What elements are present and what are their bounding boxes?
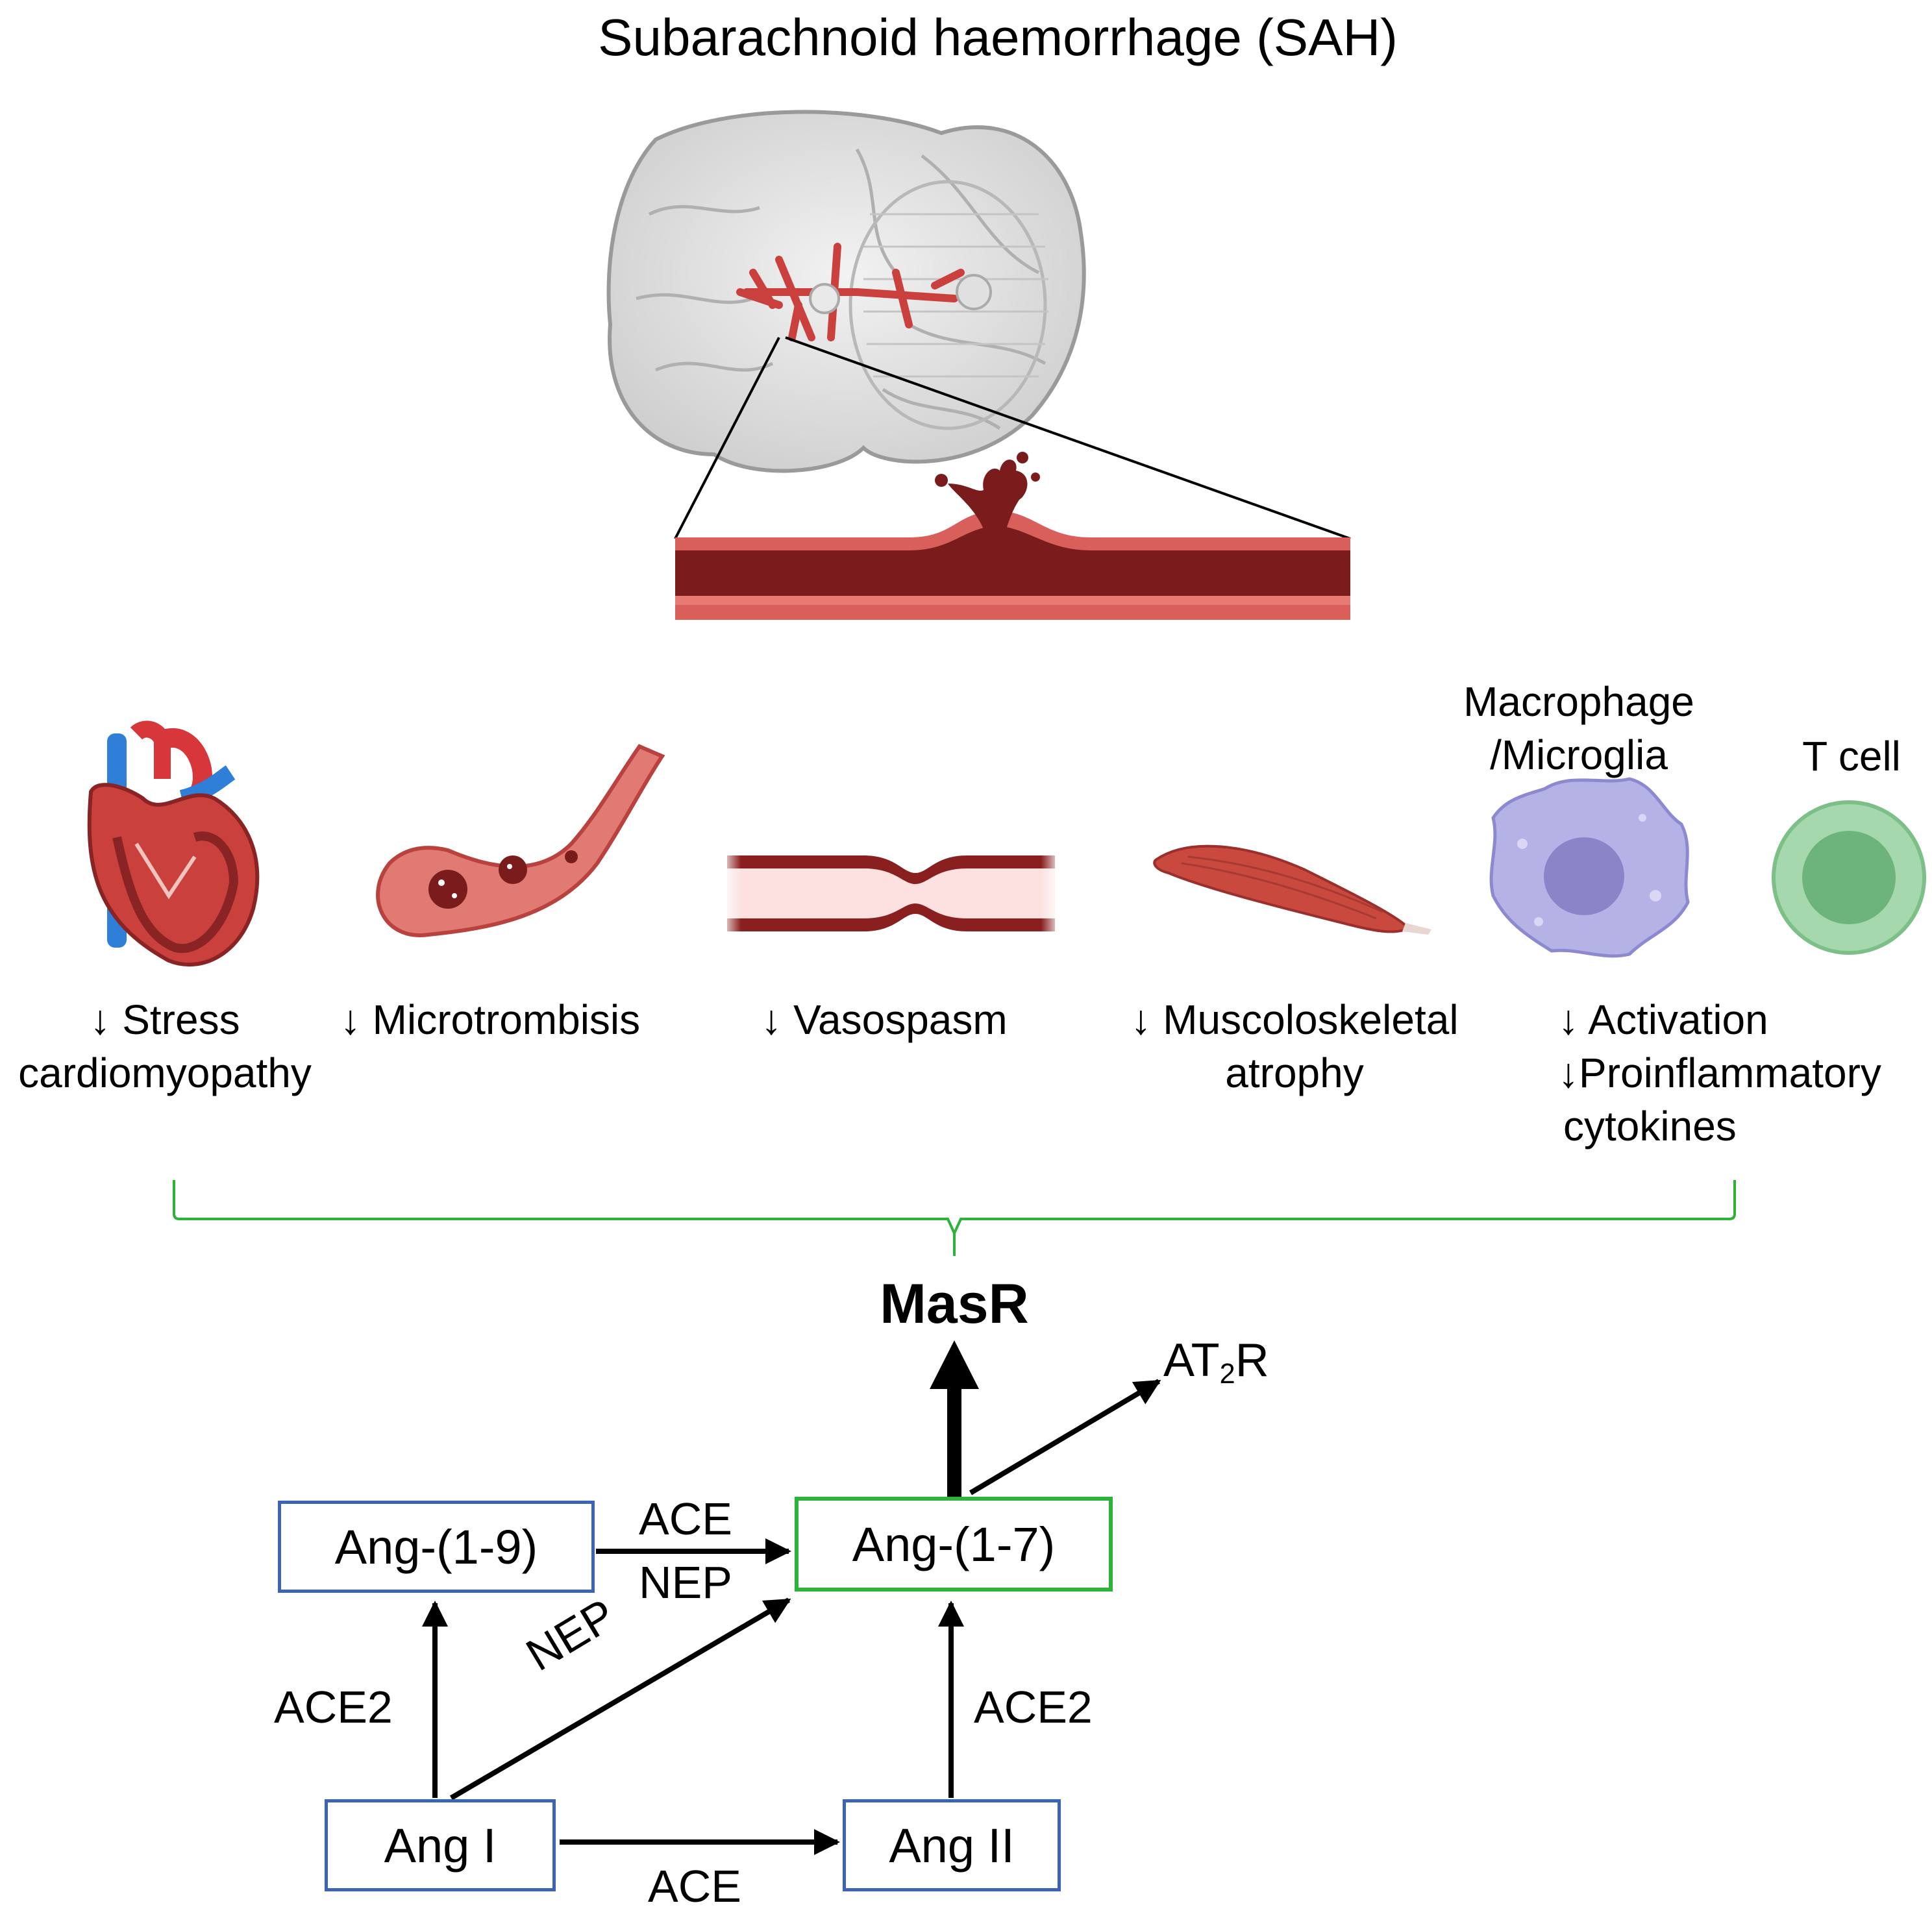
macrophage-label: Macrophage /Microglia [1463, 675, 1694, 781]
tcell-label: T cell [1802, 733, 1901, 780]
at2r-end: R [1235, 1334, 1269, 1386]
effect-label-line: ↓ Muscoloskeletal [1130, 996, 1459, 1043]
effect-label-line: atrophy [1225, 1050, 1364, 1096]
effect-label-line: ↓ Vasospasm [761, 996, 1008, 1043]
effect-muscoloskeletal-atrophy: ↓ Muscoloskeletal atrophy [1130, 993, 1458, 1100]
diagram-title: Subarachnoid haemorrhage (SAH) [598, 8, 1398, 66]
macrophage-illustration [1489, 777, 1690, 958]
arrow-to-masr-head [930, 1340, 979, 1389]
enzyme-ace2-right: ACE2 [974, 1682, 1093, 1732]
at2r-label: AT2R [1163, 1334, 1269, 1390]
effect-immune-activation: ↓ Activation ↓Proinflammatory cytokines [1558, 993, 1881, 1153]
node-ang-i: Ang I [325, 1799, 556, 1891]
microthrombi-vessel-illustration [376, 744, 665, 937]
node-ang-ii: Ang II [843, 1799, 1061, 1891]
heart-illustration [87, 720, 260, 967]
tcell-illustration [1772, 800, 1926, 955]
effect-label-line: ↓Proinflammatory [1558, 1050, 1881, 1096]
macrophage-label-line: Macrophage [1463, 678, 1694, 725]
macrophage-label-line: /Microglia [1490, 732, 1668, 778]
green-bracket [173, 1180, 1736, 1256]
effect-vasospasm: ↓ Vasospasm [761, 993, 1007, 1046]
effect-label-line: cardiomyopathy [18, 1050, 312, 1096]
enzyme-ace-top: ACE [639, 1494, 732, 1544]
effect-label-line: cytokines [1563, 1103, 1737, 1150]
zoom-line-right [785, 336, 1351, 540]
ruptured-vessel-illustration [675, 452, 1350, 620]
zoom-line-left [674, 337, 780, 539]
vasospasm-vessel-illustration [721, 850, 1061, 938]
enzyme-nep-top: NEP [639, 1557, 732, 1608]
masr-label: MasR [880, 1273, 1029, 1335]
node-ang-1-9: Ang-(1-9) [278, 1501, 595, 1593]
effect-microtrombisis: ↓ Microtrombisis [340, 993, 640, 1046]
arrow-to-at2r [969, 1379, 1161, 1495]
enzyme-ace-bottom: ACE [648, 1861, 741, 1912]
effect-label-line: ↓ Activation [1558, 996, 1768, 1043]
effect-stress-cardiomyopathy: ↓ Stress cardiomyopathy [18, 993, 312, 1100]
at2r-subscript: 2 [1219, 1358, 1235, 1390]
effect-label-line: ↓ Microtrombisis [340, 996, 641, 1043]
enzyme-ace2-left: ACE2 [274, 1682, 393, 1732]
brain-illustration [606, 110, 1086, 473]
muscle-illustration [1153, 844, 1431, 935]
at2r-main: AT [1163, 1334, 1220, 1386]
effect-label-line: ↓ Stress [90, 996, 240, 1043]
arrow-ang1-to-ang17 [449, 1597, 791, 1801]
node-ang-1-7: Ang-(1-7) [795, 1497, 1113, 1592]
